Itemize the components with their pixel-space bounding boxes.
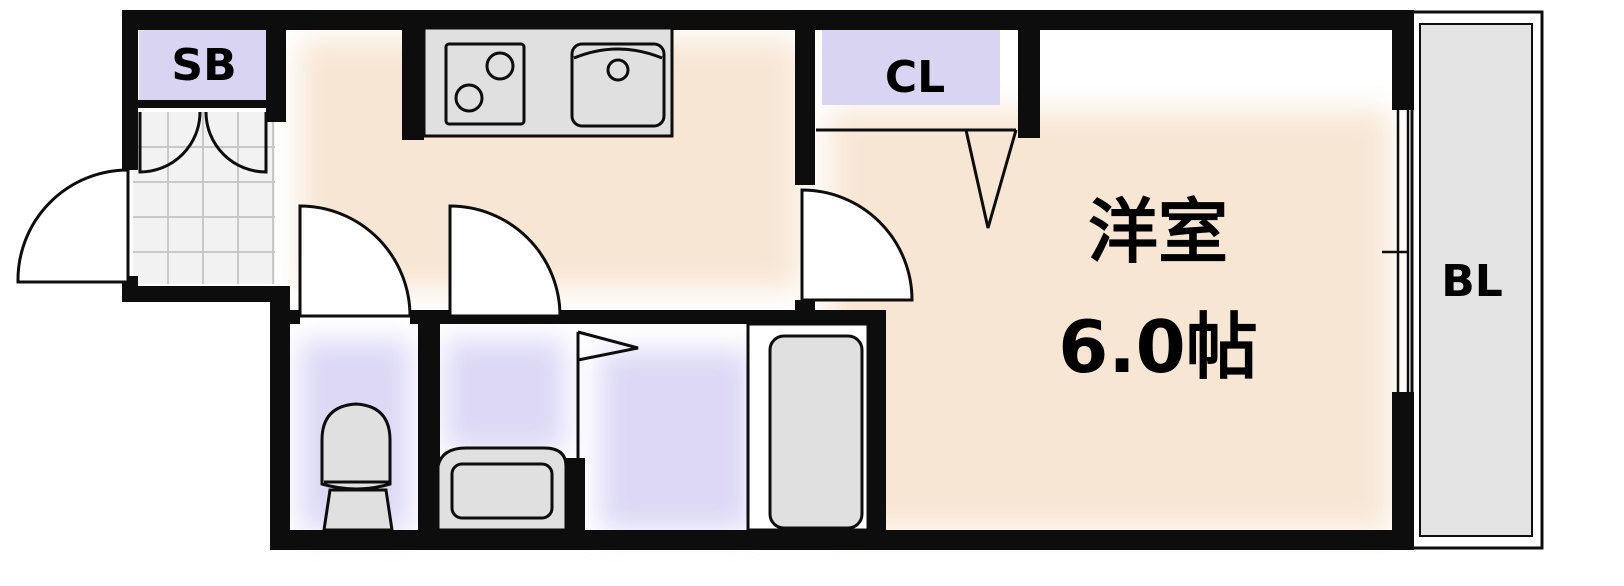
- sliding-window-icon: [1382, 108, 1410, 396]
- washbasin-icon: [436, 446, 568, 532]
- bathroom-floor: [600, 350, 750, 530]
- washroom-door-icon: [448, 204, 562, 318]
- sb-label: SB: [171, 40, 236, 91]
- sb-door-right-icon: [204, 111, 268, 174]
- room-door-icon: [800, 188, 914, 302]
- sink-icon: [570, 42, 666, 128]
- bl-label: BL: [1441, 256, 1503, 307]
- sb-door-left-icon: [138, 111, 202, 174]
- floor-fills: [300, 40, 1390, 530]
- cl-closet: [822, 28, 1000, 105]
- western-room-floor: [830, 110, 1390, 530]
- sb-storage: [139, 29, 269, 102]
- bathtub-icon: [746, 322, 870, 532]
- door-swing-icons: [16, 111, 914, 318]
- balcony: [1410, 10, 1544, 550]
- walls: [122, 10, 1414, 550]
- toilet-icon: [320, 402, 394, 532]
- stove-icon: [444, 42, 526, 126]
- cl-label: CL: [885, 52, 945, 103]
- bath-door-icon: [576, 330, 639, 462]
- washroom-floor: [445, 340, 565, 450]
- kitchen-counter: [422, 26, 674, 138]
- closet-door-icon: [964, 129, 1018, 229]
- room-size-label: 6.0帖: [1058, 305, 1258, 389]
- entrance-tiles: [133, 112, 275, 284]
- entrance-door-icon: [16, 168, 130, 284]
- toilet-door-icon: [298, 204, 412, 318]
- room-name-label: 洋室: [1088, 191, 1228, 273]
